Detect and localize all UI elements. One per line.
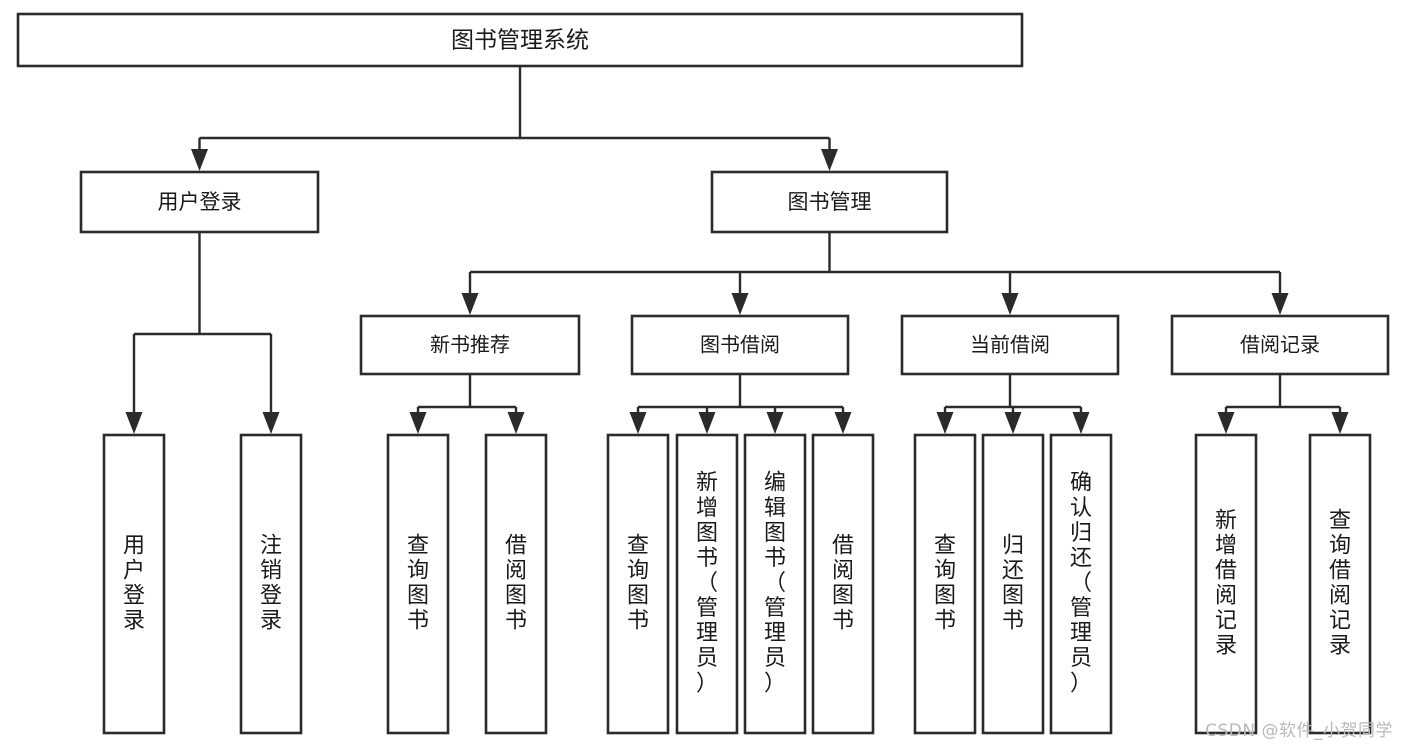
node-label-f-logout: 注销登录 bbox=[260, 533, 282, 633]
node-label-f-user-login: 用户登录 bbox=[123, 533, 145, 633]
node-label-f-confirm-return: 确认归还（管理员） bbox=[1070, 471, 1092, 697]
node-f-logout[interactable]: 注销登录 bbox=[239, 433, 303, 735]
node-root[interactable]: 图书管理系统 bbox=[16, 12, 1024, 68]
node-label-root: 图书管理系统 bbox=[451, 28, 589, 54]
node-box-current-borrow[interactable] bbox=[900, 314, 1120, 376]
node-label-f-edit-book: 编辑图书（管理员） bbox=[764, 471, 786, 697]
node-f-query-book-1[interactable]: 查询图书 bbox=[386, 433, 450, 735]
node-book-manage[interactable]: 图书管理 bbox=[710, 170, 949, 234]
node-label-f-query-book-3: 查询图书 bbox=[934, 533, 956, 633]
node-label-user-login: 用户登录 bbox=[158, 190, 242, 214]
node-box-f-edit-book[interactable] bbox=[743, 433, 807, 735]
arrow-head bbox=[1271, 293, 1289, 315]
node-label-book-manage: 图书管理 bbox=[788, 190, 872, 214]
node-f-add-book[interactable]: 新增图书（管理员） bbox=[675, 433, 739, 735]
node-box-f-query-book-2[interactable] bbox=[606, 433, 670, 735]
node-box-book-borrow[interactable] bbox=[630, 314, 850, 376]
node-book-borrow[interactable]: 图书借阅 bbox=[630, 314, 850, 376]
node-label-f-query-book-2: 查询图书 bbox=[627, 533, 649, 633]
arrow-head bbox=[262, 412, 280, 434]
node-box-f-return-book[interactable] bbox=[981, 433, 1045, 735]
node-f-query-book-3[interactable]: 查询图书 bbox=[913, 433, 977, 735]
arrow-head bbox=[1072, 412, 1090, 434]
node-box-user-login[interactable] bbox=[79, 170, 320, 234]
arrow-head bbox=[461, 293, 479, 315]
node-label-f-add-record: 新增借阅记录 bbox=[1215, 508, 1237, 658]
node-label-borrow-record: 借阅记录 bbox=[1240, 333, 1320, 357]
arrow-head bbox=[1217, 412, 1235, 434]
node-box-f-add-record[interactable] bbox=[1194, 433, 1258, 735]
arrow-head bbox=[698, 412, 716, 434]
node-box-f-logout[interactable] bbox=[239, 433, 303, 735]
edge-group-book-manage bbox=[461, 232, 1289, 315]
arrow-head bbox=[507, 412, 525, 434]
node-label-current-borrow: 当前借阅 bbox=[970, 333, 1050, 357]
node-box-f-user-login[interactable] bbox=[102, 433, 166, 735]
node-label-f-borrow-book-2: 借阅图书 bbox=[832, 533, 854, 633]
node-label-new-book-rec: 新书推荐 bbox=[430, 333, 510, 357]
node-box-new-book-rec[interactable] bbox=[359, 314, 581, 376]
arrow-head bbox=[766, 412, 784, 434]
arrow-head bbox=[1001, 293, 1019, 315]
node-f-user-login[interactable]: 用户登录 bbox=[102, 433, 166, 735]
node-label-f-return-book: 归还图书 bbox=[1002, 533, 1024, 633]
nodes-layer: 图书管理系统用户登录图书管理新书推荐图书借阅当前借阅借阅记录用户登录注销登录查询… bbox=[16, 12, 1390, 735]
node-box-f-query-record[interactable] bbox=[1308, 433, 1372, 735]
node-f-confirm-return[interactable]: 确认归还（管理员） bbox=[1049, 433, 1113, 735]
node-box-f-add-book[interactable] bbox=[675, 433, 739, 735]
node-f-query-book-2[interactable]: 查询图书 bbox=[606, 433, 670, 735]
node-box-f-confirm-return[interactable] bbox=[1049, 433, 1113, 735]
node-label-f-borrow-book-1: 借阅图书 bbox=[505, 533, 527, 633]
node-f-query-record[interactable]: 查询借阅记录 bbox=[1308, 433, 1372, 735]
arrow-head bbox=[1331, 412, 1349, 434]
node-label-f-query-book-1: 查询图书 bbox=[407, 533, 429, 633]
node-box-f-borrow-book-2[interactable] bbox=[811, 433, 875, 735]
node-label-book-borrow: 图书借阅 bbox=[700, 333, 780, 357]
node-user-login[interactable]: 用户登录 bbox=[79, 170, 320, 234]
node-f-return-book[interactable]: 归还图书 bbox=[981, 433, 1045, 735]
node-borrow-record[interactable]: 借阅记录 bbox=[1170, 314, 1390, 376]
node-box-f-query-book-3[interactable] bbox=[913, 433, 977, 735]
node-box-f-query-book-1[interactable] bbox=[386, 433, 450, 735]
arrow-head bbox=[191, 149, 208, 171]
csdn-watermark: CSDN @软件_小贺同学 bbox=[1205, 721, 1393, 741]
edge-group-root bbox=[191, 66, 838, 171]
arrow-head bbox=[629, 412, 647, 434]
arrow-head bbox=[936, 412, 954, 434]
node-f-edit-book[interactable]: 编辑图书（管理员） bbox=[743, 433, 807, 735]
node-box-f-borrow-book-1[interactable] bbox=[484, 433, 548, 735]
edge-group-borrow-record bbox=[1217, 374, 1349, 434]
node-box-borrow-record[interactable] bbox=[1170, 314, 1390, 376]
edge-group-new-book-rec bbox=[409, 374, 525, 434]
edge-group-book-borrow bbox=[629, 374, 852, 434]
node-f-borrow-book-1[interactable]: 借阅图书 bbox=[484, 433, 548, 735]
node-new-book-rec[interactable]: 新书推荐 bbox=[359, 314, 581, 376]
node-current-borrow[interactable]: 当前借阅 bbox=[900, 314, 1120, 376]
node-box-root[interactable] bbox=[16, 12, 1024, 68]
arrow-head bbox=[821, 149, 838, 171]
node-f-borrow-book-2[interactable]: 借阅图书 bbox=[811, 433, 875, 735]
edges-layer bbox=[125, 66, 1349, 434]
arrow-head bbox=[834, 412, 852, 434]
node-box-book-manage[interactable] bbox=[710, 170, 949, 234]
edge-group-current-borrow bbox=[936, 374, 1090, 434]
node-f-add-record[interactable]: 新增借阅记录 bbox=[1194, 433, 1258, 735]
arrow-head bbox=[409, 412, 427, 434]
arrow-head bbox=[731, 293, 749, 315]
node-label-f-query-record: 查询借阅记录 bbox=[1329, 508, 1351, 658]
node-label-f-add-book: 新增图书（管理员） bbox=[696, 471, 718, 697]
arrow-head bbox=[125, 412, 143, 434]
edge-group-user-login bbox=[125, 232, 280, 434]
arrow-head bbox=[1004, 412, 1022, 434]
